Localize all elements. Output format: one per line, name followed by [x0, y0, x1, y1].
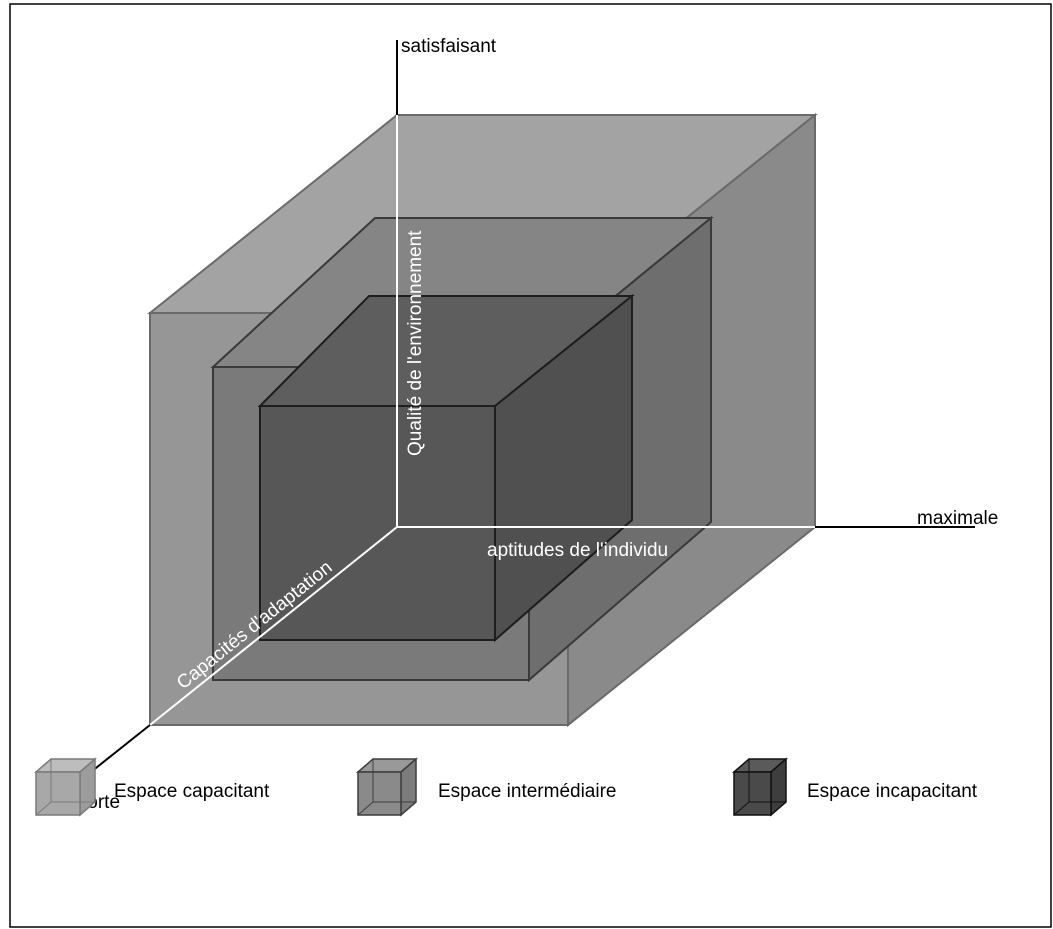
diagram-border	[9, 3, 1052, 928]
horizontal-axis-end-label: maximale	[917, 508, 998, 529]
inner-cube-front	[259, 405, 496, 641]
depth-axis-inner	[149, 526, 398, 726]
horizontal-axis-title: aptitudes de l'individu	[487, 540, 668, 561]
legend-label-incapacitant: Espace incapacitant	[807, 781, 978, 802]
cube-medium-icon	[355, 757, 419, 817]
vertical-axis-end-label: satisfaisant	[401, 36, 497, 57]
axes	[71, 40, 975, 788]
cube-dark-icon	[731, 757, 789, 817]
inner-cube	[257, 293, 635, 643]
legend-label-intermediaire: Espace intermédiaire	[438, 781, 616, 802]
legend: Espace capacitant Espace intermédiaire E…	[33, 757, 978, 817]
cube-light-icon	[33, 757, 98, 817]
legend-label-capacitant: Espace capacitant	[114, 781, 270, 802]
vertical-axis-title: Qualité de l'environnement	[405, 230, 426, 456]
